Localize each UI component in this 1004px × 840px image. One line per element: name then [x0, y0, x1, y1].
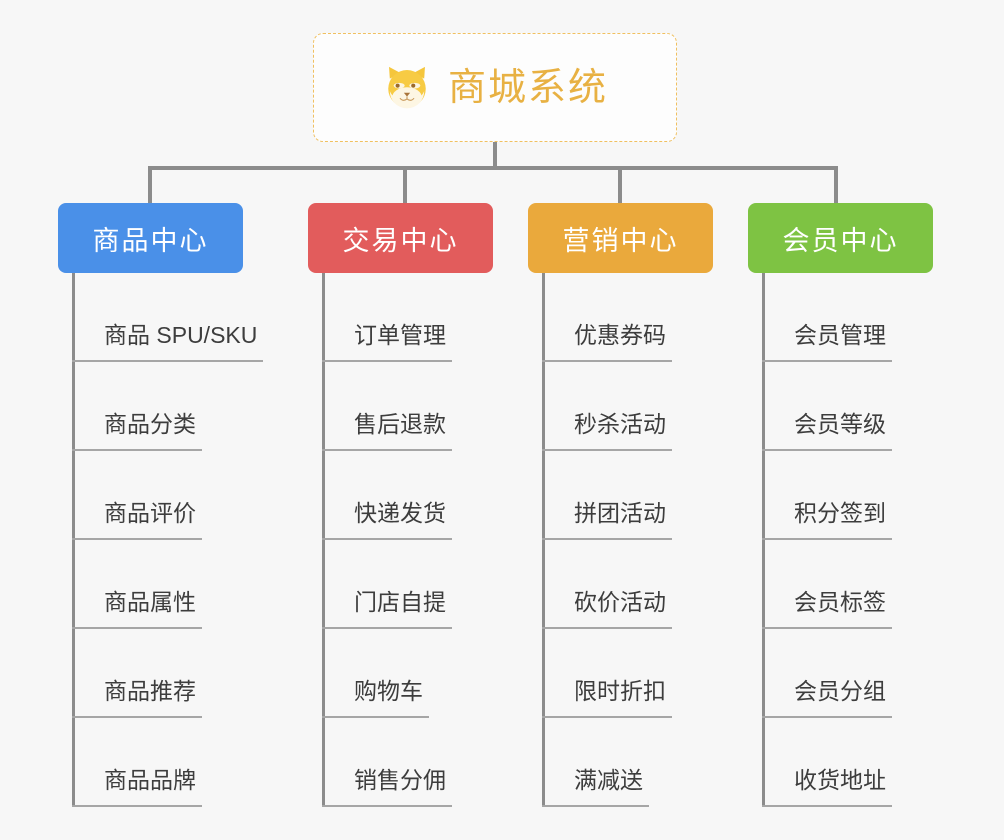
- list-item-label: 订单管理: [354, 321, 446, 348]
- list-item[interactable]: 商品评价: [58, 451, 278, 540]
- item-underline: [322, 627, 452, 629]
- list-item-label: 门店自提: [354, 588, 446, 615]
- item-underline: [72, 627, 202, 629]
- item-underline: [762, 449, 892, 451]
- list-item[interactable]: 快递发货: [308, 451, 528, 540]
- branch-items-0: 商品 SPU/SKU 商品分类 商品评价 商品属性 商品推荐 商品品牌: [58, 273, 278, 807]
- branch-header-3[interactable]: 会员中心: [748, 203, 933, 273]
- list-item[interactable]: 满减送: [528, 718, 748, 807]
- item-underline: [322, 805, 452, 807]
- branch-spine-0: [72, 273, 75, 807]
- item-underline: [542, 360, 672, 362]
- root-node[interactable]: 商城系统: [313, 33, 677, 142]
- branch-column-0: 商品中心 商品 SPU/SKU 商品分类 商品评价 商品属性 商品推荐: [58, 203, 278, 807]
- branch-column-1: 交易中心 订单管理 售后退款 快递发货 门店自提 购物车: [308, 203, 528, 807]
- list-item[interactable]: 收货地址: [748, 718, 968, 807]
- item-underline: [542, 805, 649, 807]
- list-item[interactable]: 积分签到: [748, 451, 968, 540]
- branch-items-1: 订单管理 售后退款 快递发货 门店自提 购物车 销售分佣: [308, 273, 528, 807]
- list-item-label: 会员分组: [794, 677, 886, 704]
- list-item[interactable]: 售后退款: [308, 362, 528, 451]
- item-underline: [72, 805, 202, 807]
- item-underline: [542, 538, 672, 540]
- item-underline: [542, 449, 672, 451]
- item-underline: [762, 805, 892, 807]
- list-item-label: 销售分佣: [354, 766, 446, 793]
- list-item-label: 拼团活动: [574, 499, 666, 526]
- item-underline: [762, 627, 892, 629]
- branch-spine-1: [322, 273, 325, 807]
- item-underline: [72, 449, 202, 451]
- item-underline: [762, 538, 892, 540]
- branch-column-2: 营销中心 优惠券码 秒杀活动 拼团活动 砍价活动 限时折扣: [528, 203, 748, 807]
- list-item[interactable]: 会员标签: [748, 540, 968, 629]
- list-item[interactable]: 秒杀活动: [528, 362, 748, 451]
- list-item-label: 购物车: [354, 677, 423, 704]
- list-item-label: 会员等级: [794, 410, 886, 437]
- list-item[interactable]: 拼团活动: [528, 451, 748, 540]
- list-item[interactable]: 优惠券码: [528, 273, 748, 362]
- item-underline: [72, 360, 264, 362]
- list-item-label: 砍价活动: [574, 588, 666, 615]
- list-item-label: 商品推荐: [104, 677, 196, 704]
- item-underline: [542, 627, 672, 629]
- branch-spine-2: [542, 273, 545, 807]
- list-item-label: 商品 SPU/SKU: [104, 321, 258, 348]
- list-item[interactable]: 限时折扣: [528, 629, 748, 718]
- branch-header-0[interactable]: 商品中心: [58, 203, 243, 273]
- list-item[interactable]: 销售分佣: [308, 718, 528, 807]
- list-item-label: 收货地址: [794, 766, 886, 793]
- item-underline: [542, 716, 672, 718]
- list-item[interactable]: 购物车: [308, 629, 528, 718]
- item-underline: [322, 360, 452, 362]
- list-item[interactable]: 商品推荐: [58, 629, 278, 718]
- item-underline: [72, 716, 202, 718]
- branch-column-3: 会员中心 会员管理 会员等级 积分签到 会员标签 会员分组: [748, 203, 968, 807]
- list-item-label: 商品分类: [104, 410, 196, 437]
- list-item-label: 商品属性: [104, 588, 196, 615]
- list-item[interactable]: 商品分类: [58, 362, 278, 451]
- branch-header-1[interactable]: 交易中心: [308, 203, 493, 273]
- list-item[interactable]: 砍价活动: [528, 540, 748, 629]
- list-item-label: 优惠券码: [574, 321, 666, 348]
- branch-items-2: 优惠券码 秒杀活动 拼团活动 砍价活动 限时折扣 满减送: [528, 273, 748, 807]
- item-underline: [322, 538, 452, 540]
- list-item[interactable]: 商品品牌: [58, 718, 278, 807]
- list-item[interactable]: 门店自提: [308, 540, 528, 629]
- branch-header-2[interactable]: 营销中心: [528, 203, 713, 273]
- list-item[interactable]: 会员等级: [748, 362, 968, 451]
- list-item-label: 快递发货: [354, 499, 446, 526]
- list-item-label: 会员标签: [794, 588, 886, 615]
- item-underline: [762, 360, 892, 362]
- list-item[interactable]: 订单管理: [308, 273, 528, 362]
- list-item-label: 积分签到: [794, 499, 886, 526]
- list-item-label: 满减送: [574, 766, 643, 793]
- list-item[interactable]: 商品属性: [58, 540, 278, 629]
- item-underline: [72, 538, 202, 540]
- item-underline: [322, 716, 429, 718]
- shiba-dog-icon: [388, 66, 426, 108]
- root-title: 商城系统: [447, 66, 608, 109]
- list-item[interactable]: 会员分组: [748, 629, 968, 718]
- list-item[interactable]: 商品 SPU/SKU: [58, 273, 278, 362]
- list-item-label: 售后退款: [354, 410, 446, 437]
- list-item[interactable]: 会员管理: [748, 273, 968, 362]
- list-item-label: 商品评价: [104, 499, 196, 526]
- list-item-label: 限时折扣: [574, 677, 666, 704]
- branch-spine-3: [762, 273, 765, 807]
- list-item-label: 秒杀活动: [574, 410, 666, 437]
- list-item-label: 会员管理: [794, 321, 886, 348]
- branch-items-3: 会员管理 会员等级 积分签到 会员标签 会员分组 收货地址: [748, 273, 968, 807]
- item-underline: [322, 449, 452, 451]
- item-underline: [762, 716, 892, 718]
- list-item-label: 商品品牌: [104, 766, 196, 793]
